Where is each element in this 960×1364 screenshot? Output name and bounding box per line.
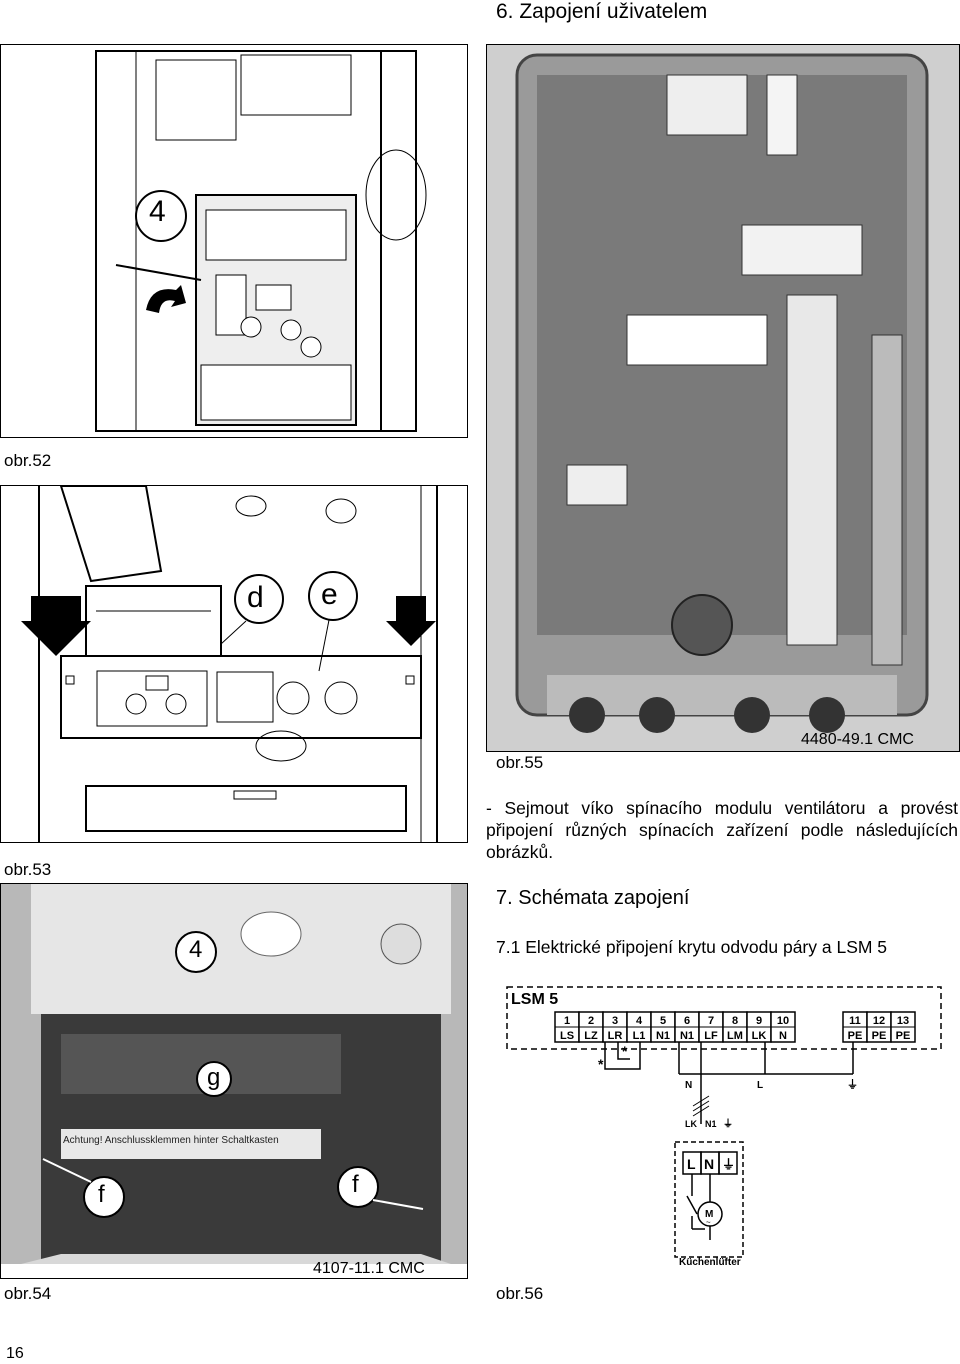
terminal-2-number: 2 xyxy=(588,1015,594,1027)
callout-e: e xyxy=(321,578,338,611)
subsection-heading: 7.1 Elektrické připojení krytu odvodu pá… xyxy=(496,937,888,957)
terminal-7-label: LF xyxy=(704,1030,718,1042)
terminal-5-number: 5 xyxy=(660,1015,666,1027)
terminal-10-number: 10 xyxy=(777,1015,789,1027)
hood-lk-label: LK xyxy=(685,1119,697,1129)
hood-label: Küchenlüfter xyxy=(679,1257,741,1268)
terminal-13-number: 13 xyxy=(897,1015,909,1027)
terminal-block: 1LS 2LZ 3LR 4L1 5N1 6N1 7LF 8LM 9LK 10N xyxy=(554,1011,796,1043)
line-l-label: L xyxy=(757,1080,763,1091)
warning-label: Achtung! Anschlussklemmen hinter Schaltk… xyxy=(63,1135,279,1146)
terminal-8-number: 8 xyxy=(732,1015,738,1027)
terminal-9-label: LK xyxy=(752,1030,767,1042)
terminal-1-number: 1 xyxy=(564,1015,570,1027)
caption-obr54: obr.54 xyxy=(4,1284,52,1303)
callout-4: 4 xyxy=(149,195,166,228)
terminal-10-label: N xyxy=(779,1030,787,1042)
figure-53: d e xyxy=(0,485,468,843)
instruction-text: - Sejmout víko spínacího modulu ventilát… xyxy=(486,798,958,862)
diagram-title: LSM 5 xyxy=(511,991,558,1008)
terminal-11-number: 11 xyxy=(849,1015,861,1027)
callout-f-right: f xyxy=(352,1171,359,1198)
page-title: 6. Zapojení uživatelem xyxy=(496,0,708,23)
callout-4-photo: 4 xyxy=(189,936,203,963)
boiler-drawing-52 xyxy=(95,50,427,432)
callout-f-left: f xyxy=(98,1181,105,1208)
figure-52: 4 xyxy=(0,44,468,438)
motor-ac-symbol: ~ xyxy=(706,1218,711,1227)
terminal-3-label: LR xyxy=(608,1030,623,1042)
caption-obr55: obr.55 xyxy=(496,753,544,772)
hood-terminal-n: N xyxy=(704,1156,714,1172)
terminal-7-number: 7 xyxy=(708,1015,714,1027)
hood-terminal-l: L xyxy=(687,1156,696,1172)
terminal-12-label: PE xyxy=(872,1030,887,1042)
figure-55-photo: 4480-49.1 CMC xyxy=(486,44,960,752)
terminal-5-label: N1 xyxy=(656,1030,670,1042)
star-marker-1: * xyxy=(598,1056,604,1072)
hood-n1-label: N1 xyxy=(705,1119,717,1129)
star-marker-2: * xyxy=(622,1043,628,1059)
terminal-2-label: LZ xyxy=(584,1030,598,1042)
terminal-9-number: 9 xyxy=(756,1015,762,1027)
terminal-1-label: LS xyxy=(560,1030,574,1042)
page-number: 16 xyxy=(6,1345,24,1362)
terminal-11-label: PE xyxy=(848,1030,863,1042)
ref-code-54: 4107-11.1 CMC xyxy=(313,1260,425,1277)
terminal-12-number: 12 xyxy=(873,1015,885,1027)
line-n-label: N xyxy=(685,1080,692,1091)
callout-g: g xyxy=(207,1064,221,1091)
boiler-photo-54 xyxy=(1,884,467,1278)
terminal-6-number: 6 xyxy=(684,1015,690,1027)
callout-d: d xyxy=(247,581,264,614)
caption-obr53: obr.53 xyxy=(4,860,52,879)
hood-ground-symbol: ⏚ xyxy=(723,1118,733,1130)
section-heading: 7. Schémata zapojení xyxy=(496,887,690,909)
terminal-13-label: PE xyxy=(896,1030,911,1042)
ref-code-55: 4480-49.1 CMC xyxy=(801,731,914,748)
terminal-4-label: L1 xyxy=(633,1030,646,1042)
caption-obr56: obr.56 xyxy=(496,1284,544,1303)
terminal-8-label: LM xyxy=(727,1030,743,1042)
terminal-4-number: 4 xyxy=(636,1015,643,1027)
caption-obr52: obr.52 xyxy=(4,451,52,470)
motor-label: M xyxy=(705,1209,713,1220)
circuit-board-photo xyxy=(487,45,959,751)
terminal-6-label: N1 xyxy=(680,1030,694,1042)
figure-54-photo: 4 g f f Achtung! Anschlussklemmen hinter… xyxy=(0,883,468,1279)
ground-symbol: ⏚ xyxy=(847,1078,858,1091)
terminal-3-number: 3 xyxy=(612,1015,618,1027)
hood-terminal-pe: ⏚ xyxy=(722,1157,735,1172)
boiler-drawing-53 xyxy=(21,486,438,842)
